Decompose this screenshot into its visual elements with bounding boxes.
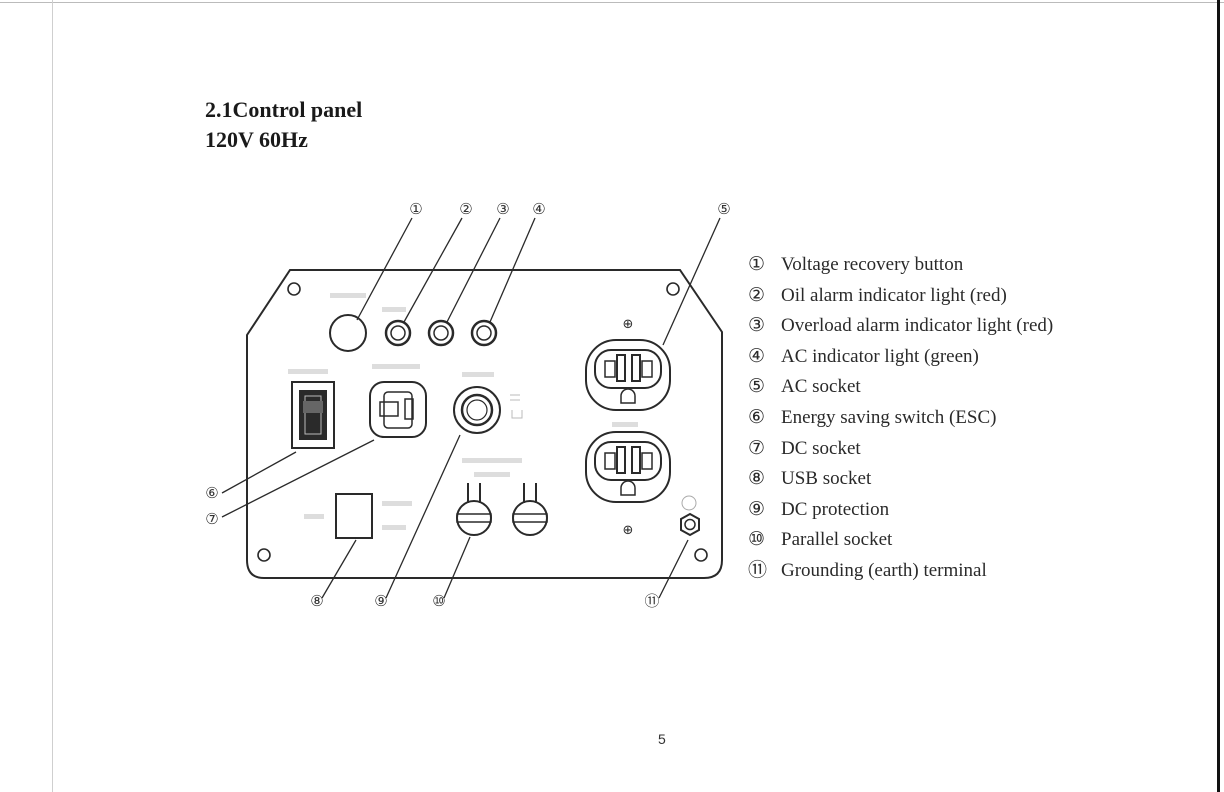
dc-socket xyxy=(369,381,427,438)
mount-hole-bottom-left xyxy=(257,548,271,562)
oil-alarm-light xyxy=(384,319,412,347)
legend-num: ⑧ xyxy=(748,468,766,490)
callout-11: ⑪ xyxy=(644,592,659,610)
energy-saving-switch xyxy=(291,381,335,449)
legend-item: ③ Overload alarm indicator light (red) xyxy=(748,311,1053,342)
parallel-socket-right xyxy=(512,483,548,536)
mount-hole-bottom-right xyxy=(694,548,708,562)
legend-text: Overload alarm indicator light (red) xyxy=(781,315,1054,337)
legend-text: AC indicator light (green) xyxy=(781,345,979,367)
legend-text: Parallel socket xyxy=(781,529,893,551)
legend-item: ⑥ Energy saving switch (ESC) xyxy=(748,403,1053,434)
faint-label-2 xyxy=(382,307,406,312)
section-heading: 2.1Control panel 120V 60Hz xyxy=(205,95,362,155)
faint-label-4 xyxy=(372,364,420,369)
legend-text: Voltage recovery button xyxy=(781,254,964,275)
legend-item: ⑩ Parallel socket xyxy=(748,525,1053,556)
legend-item: ② Oil alarm indicator light (red) xyxy=(748,281,1053,312)
callout-2: ② xyxy=(459,200,472,218)
page-edge-left xyxy=(52,0,53,792)
callout-7: ⑦ xyxy=(205,510,218,528)
faint-label-9 xyxy=(382,525,406,530)
ac-socket-lower: ⊕ xyxy=(585,431,671,538)
legend-text: Oil alarm indicator light (red) xyxy=(781,284,1007,306)
overload-alarm-light xyxy=(427,319,455,347)
voltage-recovery-button xyxy=(329,314,367,352)
usb-socket xyxy=(335,493,373,539)
svg-text:⊕: ⊕ xyxy=(623,317,634,332)
legend-num: ⑨ xyxy=(748,498,766,520)
callout-4: ④ xyxy=(532,200,545,218)
legend-num: ⑦ xyxy=(748,437,766,459)
legend-num: ① xyxy=(748,254,766,275)
callout-10: ⑩ xyxy=(432,592,445,610)
legend-text: AC socket xyxy=(781,376,861,398)
svg-text:⊕: ⊕ xyxy=(623,523,634,538)
callout-5: ⑤ xyxy=(717,200,730,218)
legend-text: DC protection xyxy=(781,498,890,520)
legend-item: ⑦ DC socket xyxy=(748,434,1053,465)
leader-lines xyxy=(221,217,721,599)
faint-label-7 xyxy=(474,472,510,477)
mount-hole-top-left xyxy=(287,282,301,296)
heading-title: 2.1Control panel xyxy=(205,97,363,122)
callout-6: ⑥ xyxy=(205,484,218,502)
legend-num: ⑤ xyxy=(748,376,766,398)
faint-label-1 xyxy=(330,293,366,298)
legend-num: ⑪ xyxy=(748,559,768,581)
callout-8: ⑧ xyxy=(310,592,323,610)
heading-spec: 120V 60Hz xyxy=(205,127,308,152)
page-edge-right xyxy=(1217,0,1220,792)
legend-text: USB socket xyxy=(781,468,872,490)
dc-protection xyxy=(453,386,523,434)
legend-item: ④ AC indicator light (green) xyxy=(748,342,1053,373)
panel-outline xyxy=(246,269,723,579)
legend-text: DC socket xyxy=(781,437,861,459)
ac-socket-upper: ⊕ xyxy=(585,317,671,411)
legend-text: Energy saving switch (ESC) xyxy=(781,406,997,428)
legend-item: ⑨ DC protection xyxy=(748,495,1053,526)
legend-num: ⑩ xyxy=(748,529,766,551)
callout-3: ③ xyxy=(496,200,509,218)
legend-item: ⑤ AC socket xyxy=(748,372,1053,403)
faint-label-6 xyxy=(462,458,522,463)
legend-num: ⑥ xyxy=(748,406,766,428)
faint-label-8 xyxy=(382,501,412,506)
mount-hole-top-right xyxy=(666,282,680,296)
legend-item: ① Voltage recovery button xyxy=(748,250,1053,281)
legend-text: Grounding (earth) terminal xyxy=(781,559,987,581)
legend-item: ⑪ Grounding (earth) terminal xyxy=(748,556,1053,587)
callout-9: ⑨ xyxy=(374,592,387,610)
ac-indicator-light xyxy=(470,319,498,347)
faint-label-5 xyxy=(462,372,494,377)
legend-num: ③ xyxy=(748,315,766,337)
faint-label-10 xyxy=(304,514,324,519)
legend-item: ⑧ USB socket xyxy=(748,464,1053,495)
legend-num: ④ xyxy=(748,345,766,367)
page-number: 5 xyxy=(658,731,666,747)
faint-label-11 xyxy=(612,422,638,427)
top-rule xyxy=(0,2,1224,3)
parallel-socket-left xyxy=(456,483,492,536)
legend-num: ② xyxy=(748,284,766,306)
grounding-terminal xyxy=(680,495,700,537)
callout-1: ① xyxy=(409,200,422,218)
faint-label-3 xyxy=(288,369,328,374)
legend-list: ① Voltage recovery button ② Oil alarm indi… xyxy=(748,250,1053,587)
